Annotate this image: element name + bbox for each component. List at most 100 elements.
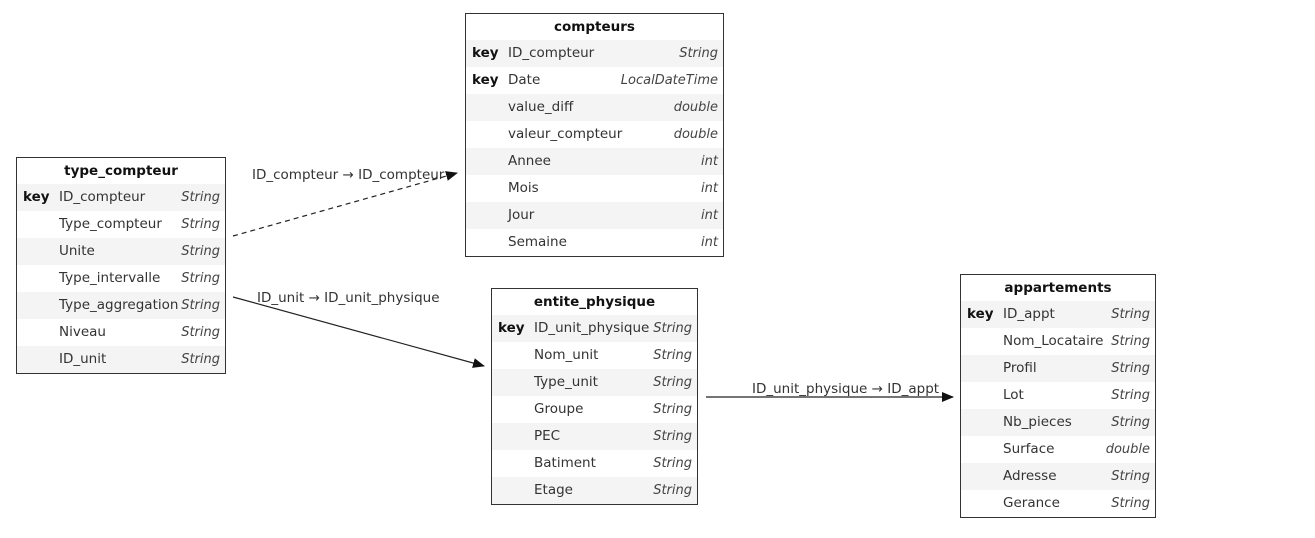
field-type: double [1105, 442, 1150, 457]
field-name: Surface [1003, 441, 1055, 457]
field-type: int [701, 208, 718, 223]
field-type: String [181, 190, 220, 205]
field-name: Batiment [534, 455, 596, 471]
relation-label-unit: ID_unit → ID_unit_physique [257, 290, 440, 306]
field-row: Jour int [466, 202, 723, 229]
field-type: double [673, 100, 718, 115]
field-type: String [653, 483, 692, 498]
field-name: PEC [534, 428, 561, 444]
field-type: String [181, 325, 220, 340]
field-name: ID_compteur [508, 45, 595, 61]
field-row: Type_unit String [492, 369, 697, 396]
field-name: Unite [59, 243, 95, 259]
field-row: Semaine int [466, 229, 723, 256]
field-type: String [653, 321, 692, 336]
field-type: int [701, 154, 718, 169]
field-row: Groupe String [492, 396, 697, 423]
field-name: ID_compteur [59, 189, 146, 205]
field-name: Profil [1003, 360, 1037, 376]
key-marker: key [472, 45, 499, 61]
field-type: String [653, 456, 692, 471]
entity-title: compteurs [554, 19, 635, 35]
relation-edge-compteur [232, 171, 458, 237]
field-row: Nom_unit String [492, 342, 697, 369]
entity-title: type_compteur [64, 163, 178, 179]
field-row: Gerance String [961, 490, 1155, 517]
field-name: ID_appt [1003, 306, 1055, 322]
relation-edge-unit [232, 296, 485, 368]
field-name: Niveau [59, 324, 106, 340]
field-type: String [1111, 334, 1150, 349]
field-type: String [181, 298, 220, 313]
key-marker: key [967, 306, 994, 322]
field-type: String [181, 244, 220, 259]
relation-label-compteur: ID_compteur → ID_compteur [252, 167, 445, 183]
key-marker: key [498, 320, 525, 336]
entity-title: appartements [1004, 280, 1112, 296]
field-name: Type_compteur [59, 216, 162, 232]
field-type: String [1111, 415, 1150, 430]
field-row: Etage String [492, 477, 697, 504]
field-name: Groupe [534, 401, 584, 417]
field-row: value_diff double [466, 94, 723, 121]
key-marker: key [472, 72, 499, 88]
field-name: Type_intervalle [59, 270, 161, 286]
field-type: String [1111, 307, 1150, 322]
field-row: ID_unit String [17, 346, 225, 373]
field-name: Type_unit [534, 374, 598, 390]
field-row: Adresse String [961, 463, 1155, 490]
field-name: Lot [1003, 387, 1024, 403]
field-name: Annee [508, 153, 551, 169]
field-name: Etage [534, 482, 573, 498]
field-type: String [653, 348, 692, 363]
field-name: ID_unit_physique [534, 320, 650, 336]
field-row: Nom_Locataire String [961, 328, 1155, 355]
field-name: Semaine [508, 234, 567, 250]
field-type: String [679, 46, 718, 61]
field-row: valeur_compteur double [466, 121, 723, 148]
field-row: Batiment String [492, 450, 697, 477]
field-row: Lot String [961, 382, 1155, 409]
field-name: Nom_Locataire [1003, 333, 1104, 349]
field-row: key ID_compteur String [17, 184, 225, 211]
field-type: String [1111, 388, 1150, 403]
field-name: Adresse [1003, 468, 1057, 484]
field-name: Gerance [1003, 495, 1060, 511]
field-type: int [701, 181, 718, 196]
field-row: Surface double [961, 436, 1155, 463]
field-name: Nom_unit [534, 347, 599, 363]
field-name: Date [508, 72, 541, 88]
field-row: Annee int [466, 148, 723, 175]
field-type: String [181, 271, 220, 286]
field-row: Type_compteur String [17, 211, 225, 238]
field-type: String [181, 217, 220, 232]
field-name: Nb_pieces [1003, 414, 1072, 430]
field-row: Nb_pieces String [961, 409, 1155, 436]
field-type: String [181, 352, 220, 367]
field-type: String [1111, 496, 1150, 511]
field-type: String [1111, 469, 1150, 484]
field-type: String [653, 375, 692, 390]
field-name: ID_unit [59, 351, 107, 367]
field-row: PEC String [492, 423, 697, 450]
field-name: Jour [508, 207, 535, 223]
field-name: Type_aggregation [59, 297, 179, 313]
field-row: key ID_appt String [961, 301, 1155, 328]
field-row: key ID_compteur String [466, 40, 723, 67]
field-name: value_diff [508, 99, 574, 115]
field-name: Mois [508, 180, 539, 196]
field-type: String [653, 402, 692, 417]
field-type: int [701, 235, 718, 250]
key-marker: key [23, 189, 50, 205]
field-type: String [653, 429, 692, 444]
field-type: double [673, 127, 718, 142]
field-type: LocalDateTime [620, 73, 718, 88]
field-name: valeur_compteur [508, 126, 623, 142]
field-row: key Date LocalDateTime [466, 67, 723, 94]
